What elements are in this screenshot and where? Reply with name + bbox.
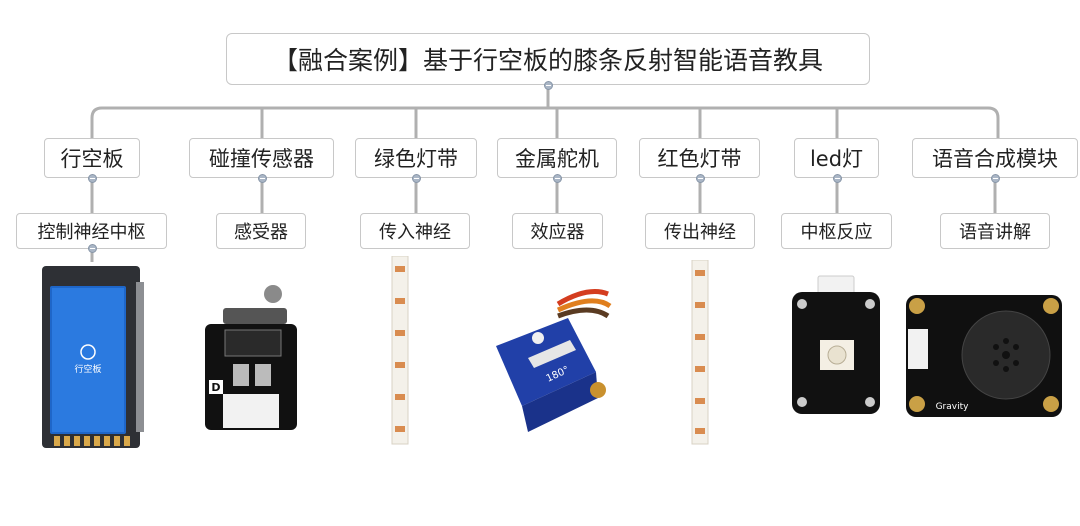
topic-metal-servo[interactable]: 金属舵机 <box>497 138 617 178</box>
green-led-strip-image <box>391 256 409 445</box>
collapse-toggle[interactable] <box>696 174 705 183</box>
subtopic-central-response[interactable]: 中枢反应 <box>781 213 892 249</box>
topic-green-led-strip[interactable]: 绿色灯带 <box>355 138 477 178</box>
root-topic[interactable]: 【融合案例】基于行空板的膝条反射智能语音教具 <box>226 33 870 85</box>
subtopic-receptor[interactable]: 感受器 <box>216 213 306 249</box>
topic-label: 行空板 <box>60 147 124 171</box>
topic-label: 绿色灯带 <box>374 147 458 171</box>
collapse-toggle[interactable] <box>88 244 97 253</box>
collapse-toggle[interactable] <box>258 174 267 183</box>
sensor-brand-letter: D <box>211 381 220 394</box>
subtopic-label: 传入神经 <box>379 222 451 243</box>
collapse-toggle[interactable] <box>991 174 1000 183</box>
speech-module-image: Gravity <box>906 295 1062 417</box>
subtopic-efferent-nerve[interactable]: 传出神经 <box>645 213 755 249</box>
collapse-toggle[interactable] <box>553 174 562 183</box>
subtopic-label: 语音讲解 <box>959 222 1031 243</box>
subtopic-label: 传出神经 <box>664 222 736 243</box>
collapse-toggle[interactable] <box>412 174 421 183</box>
unihiker-board-image: 行空板 <box>42 266 144 448</box>
led-module-image <box>792 275 880 414</box>
subtopic-label: 控制神经中枢 <box>37 222 146 243</box>
topic-label: 红色灯带 <box>657 147 742 171</box>
topic-speech-synthesis[interactable]: 语音合成模块 <box>912 138 1078 178</box>
root-collapse-toggle[interactable] <box>544 81 553 90</box>
root-topic-label: 【融合案例】基于行空板的膝条反射智能语音教具 <box>272 46 823 75</box>
topic-label: 碰撞传感器 <box>209 147 314 171</box>
subtopic-label: 感受器 <box>234 222 288 243</box>
subtopic-afferent-nerve[interactable]: 传入神经 <box>360 213 470 249</box>
topic-label: 金属舵机 <box>515 147 599 171</box>
topic-red-led-strip[interactable]: 红色灯带 <box>639 138 760 178</box>
subtopic-voice-explanation[interactable]: 语音讲解 <box>940 213 1050 249</box>
topic-label: led灯 <box>809 147 864 171</box>
subtopic-effector[interactable]: 效应器 <box>512 213 603 249</box>
topic-collision-sensor[interactable]: 碰撞传感器 <box>189 138 334 178</box>
metal-servo-image: 180° <box>496 289 612 432</box>
collapse-toggle[interactable] <box>88 174 97 183</box>
topic-label: 语音合成模块 <box>932 147 1058 171</box>
subtopic-label: 中枢反应 <box>800 222 873 243</box>
topic-xingkongban[interactable]: 行空板 <box>44 138 140 178</box>
collision-sensor-image: D <box>205 285 297 430</box>
unihiker-screen-text: 行空板 <box>74 363 101 375</box>
topic-led-light[interactable]: led灯 <box>794 138 879 178</box>
speech-module-brand: Gravity <box>936 402 970 412</box>
subtopic-control-center[interactable]: 控制神经中枢 <box>16 213 167 249</box>
subtopic-label: 效应器 <box>530 222 585 243</box>
red-led-strip-image <box>691 260 709 445</box>
collapse-toggle[interactable] <box>833 174 842 183</box>
